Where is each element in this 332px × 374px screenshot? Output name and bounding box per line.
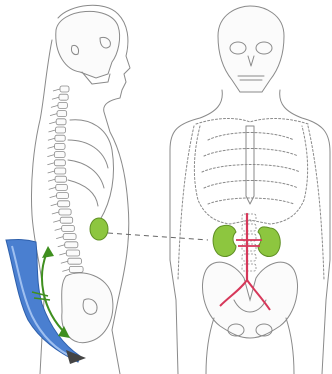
- lateral-spinous-process: [52, 97, 59, 99]
- lateral-spinous-process: [59, 253, 66, 255]
- lateral-vertebra: [68, 258, 82, 264]
- anterior-right-arm: [308, 126, 324, 280]
- anterior-left-kidney: [213, 225, 236, 256]
- lateral-spinous-process: [61, 261, 68, 263]
- anterior-skull: [218, 6, 284, 92]
- lateral-vertebra: [66, 250, 79, 256]
- anterior-left-femur: [206, 318, 214, 374]
- lateral-spinous-process: [48, 138, 55, 140]
- lateral-vertebra: [59, 209, 71, 215]
- anterior-vertebra: [242, 254, 256, 261]
- lateral-vertebra: [54, 152, 65, 158]
- lateral-vertebra: [55, 135, 65, 141]
- lateral-spinous-process: [50, 114, 57, 116]
- lateral-vertebra: [59, 94, 68, 100]
- anterior-rib: [204, 149, 298, 157]
- lateral-spinous-process: [48, 146, 55, 148]
- lateral-vertebra: [57, 111, 67, 117]
- lateral-vertebra: [57, 193, 69, 199]
- anterior-right-kidney: [258, 227, 280, 257]
- lateral-view: [6, 5, 130, 374]
- anterior-rib: [204, 181, 298, 189]
- anterior-vertebra: [242, 264, 256, 271]
- lateral-vertebra: [63, 234, 76, 240]
- lateral-vertebra: [60, 86, 69, 92]
- lateral-vertebra: [55, 168, 66, 174]
- lateral-vertebra: [60, 217, 72, 223]
- lateral-vertebra: [69, 266, 83, 272]
- anterior-vertebra: [242, 244, 256, 251]
- lateral-spinous-process: [62, 269, 69, 271]
- renal-arteries: [236, 240, 262, 246]
- lateral-vertebra: [56, 119, 66, 125]
- lateral-spinous-process: [47, 163, 54, 165]
- anterior-rib: [208, 133, 294, 141]
- lateral-kidney: [90, 218, 108, 240]
- lateral-rib: [68, 180, 98, 206]
- lateral-spinous-process: [52, 212, 59, 214]
- anterior-ribcage: [194, 126, 307, 224]
- lateral-spinous-process: [53, 220, 60, 222]
- lateral-spinous-process: [56, 237, 63, 239]
- lateral-vertebra: [55, 127, 65, 133]
- lateral-spinous-process: [48, 130, 55, 132]
- lateral-spinous-process: [51, 204, 58, 206]
- anterior-vertebra: [242, 224, 256, 231]
- lateral-vertebra: [65, 242, 78, 248]
- lateral-vertebra: [58, 201, 70, 207]
- lateral-spinous-process: [53, 89, 60, 91]
- lateral-vertebra: [58, 102, 67, 108]
- kidney-connector-line: [108, 233, 208, 240]
- anterior-pelvis: [202, 262, 297, 338]
- anterior-left-arm: [178, 126, 194, 280]
- lateral-spinous-process: [58, 245, 65, 247]
- lateral-spinous-process: [49, 122, 56, 124]
- lateral-spinous-process: [50, 196, 57, 198]
- lateral-vertebra: [56, 184, 68, 190]
- lateral-rib: [68, 160, 104, 188]
- lateral-vertebra: [62, 225, 75, 231]
- anterior-rib: [202, 165, 300, 173]
- lateral-vertebra: [55, 143, 66, 149]
- curved-arrow-head-top: [42, 246, 54, 258]
- anterior-right-femur: [286, 318, 294, 374]
- lateral-spinous-process: [48, 171, 55, 173]
- anterior-view: [170, 6, 330, 374]
- lateral-vertebra: [55, 176, 66, 182]
- anterior-body-outline-right: [280, 90, 330, 374]
- lateral-pelvis: [62, 273, 113, 343]
- psoas-arrow-tip: [66, 350, 86, 364]
- anterior-clavicles: [196, 119, 308, 125]
- lateral-vertebra: [54, 160, 65, 166]
- lateral-spinous-process: [47, 155, 54, 157]
- lateral-spinous-process: [48, 179, 55, 181]
- lateral-spinous-process: [49, 187, 56, 189]
- anterior-spine: [242, 214, 256, 271]
- lateral-spinous-process: [55, 228, 62, 230]
- lateral-spinous-process: [51, 105, 58, 107]
- lateral-rib: [68, 140, 108, 168]
- lateral-ribcage: [70, 120, 114, 220]
